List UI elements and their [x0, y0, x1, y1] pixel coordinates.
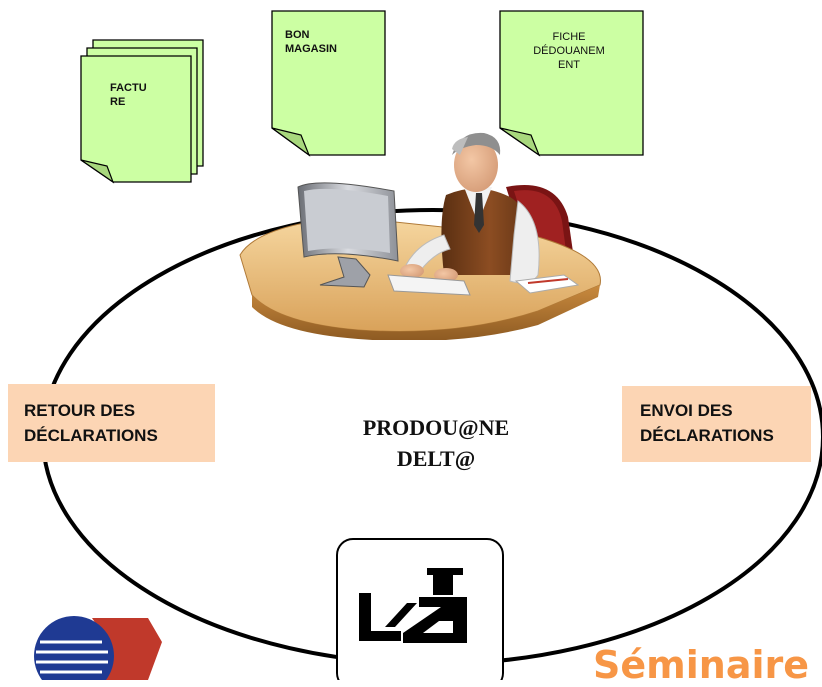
customs-form-label-line2: DÉDOUANEM: [533, 45, 605, 57]
system-name-line1: PRODOU@NE: [362, 415, 510, 440]
system-name-line2: DELT@: [396, 446, 476, 471]
invoice-label: FACTU RE: [110, 81, 147, 109]
store-receipt-document: [271, 10, 386, 157]
declarations-send-line1: ENVOI DES: [640, 401, 733, 420]
declarations-return-box: RETOUR DES DÉCLARATIONS: [8, 384, 215, 462]
customs-form-label-line1: FICHE: [552, 31, 586, 43]
customs-form-label-line3: ENT: [558, 59, 580, 71]
seminar-title: Séminaire: [593, 643, 809, 687]
customs-clearance-form-document: [499, 10, 644, 157]
organization-logo: [34, 616, 162, 680]
system-name: PRODOU@NE DELT@: [316, 412, 556, 474]
declarations-return-line2: DÉCLARATIONS: [24, 426, 158, 445]
invoice-label-line2: RE: [110, 96, 126, 108]
declarations-send-line2: DÉCLARATIONS: [640, 426, 774, 445]
invoice-label-line1: FACTU: [110, 82, 147, 94]
customs-clearance-form-label: FICHE DÉDOUANEM ENT: [520, 30, 618, 72]
store-receipt-label-line1: BON: [285, 29, 310, 41]
declarations-send-box: ENVOI DES DÉCLARATIONS: [622, 386, 811, 462]
office-worker-illustration: [239, 132, 601, 340]
store-receipt-label: BON MAGASIN: [285, 28, 337, 56]
customs-officer-icon: [336, 538, 504, 680]
declarations-return-line1: RETOUR DES: [24, 401, 136, 420]
invoice-document-stack: [80, 39, 204, 184]
store-receipt-label-line2: MAGASIN: [285, 43, 337, 55]
